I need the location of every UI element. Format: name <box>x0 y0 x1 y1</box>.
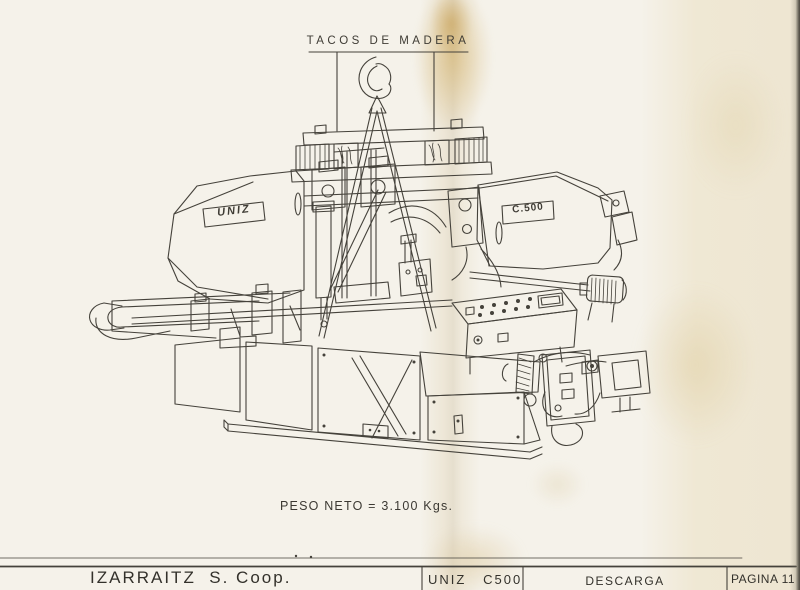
wood-blocks <box>290 136 493 183</box>
title-block-company: IZARRAITZ S. Coop. <box>90 568 292 587</box>
motor <box>469 271 627 323</box>
material-bar <box>89 283 302 349</box>
net-weight-note: PESO NETO = 3.100 Kgs. <box>280 499 454 513</box>
hydraulic-details <box>388 186 502 297</box>
machine-base <box>111 292 548 460</box>
leader-lines <box>308 51 469 132</box>
title-block-page-number: PAGINA 11 <box>731 572 796 586</box>
title-block-rules <box>0 554 797 590</box>
spreader-beam <box>302 118 485 146</box>
control-panel <box>451 288 578 375</box>
paper-edge-shadow <box>790 0 800 590</box>
right-wheel-housing <box>476 171 638 271</box>
title-block-machine: UNIZ C500 <box>428 572 523 587</box>
right-arm-unit <box>533 350 651 415</box>
left-wheel-housing <box>167 170 305 304</box>
lifting-blocks-label: TACOS DE MADERA <box>306 35 470 47</box>
pendant-control <box>541 349 596 446</box>
crane-hook-icon <box>358 56 392 114</box>
title-block-section: DESCARGA <box>585 574 665 588</box>
saw-frame-column <box>303 147 479 328</box>
